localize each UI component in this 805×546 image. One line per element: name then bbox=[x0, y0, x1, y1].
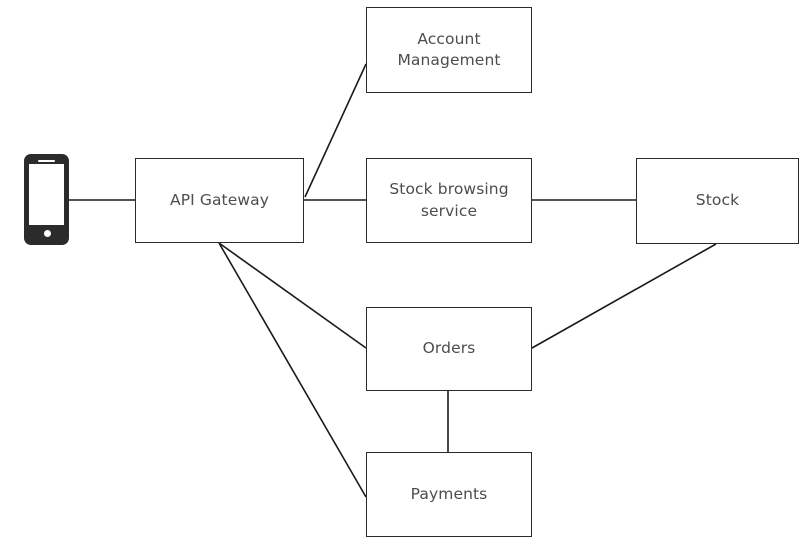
node-stock[interactable]: Stock bbox=[636, 158, 799, 244]
edge-api-gateway-to-payments bbox=[218, 242, 367, 498]
node-stock-browsing-service[interactable]: Stock browsing service bbox=[366, 158, 532, 243]
edge-api-gateway-to-orders bbox=[218, 242, 367, 349]
phone-home-button-icon bbox=[43, 230, 51, 237]
node-api-gateway[interactable]: API Gateway bbox=[135, 158, 304, 243]
node-orders[interactable]: Orders bbox=[366, 307, 532, 391]
node-payments[interactable]: Payments bbox=[366, 452, 532, 537]
node-mobile-client[interactable] bbox=[24, 154, 69, 245]
node-account-management[interactable]: Account Management bbox=[366, 7, 532, 93]
phone-speaker-icon bbox=[38, 159, 55, 162]
edge-orders-to-stock bbox=[531, 243, 717, 349]
edge-api-gateway-to-account-management bbox=[304, 63, 367, 198]
phone-screen-icon bbox=[29, 164, 64, 225]
